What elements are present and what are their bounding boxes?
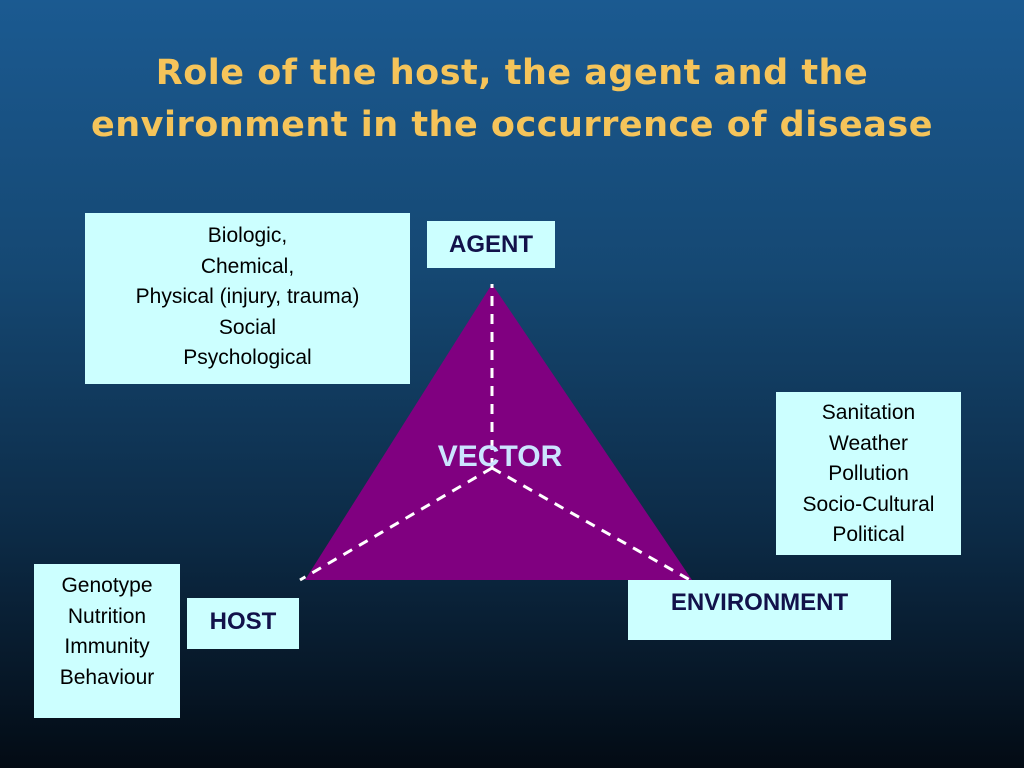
- dashed-line-to-environment: [491, 466, 691, 582]
- environment-factor-item: Sanitation: [821, 401, 916, 424]
- vector-label: VECTOR: [437, 440, 563, 473]
- environment-factor-item: Weather: [829, 431, 908, 455]
- host-factor-item: Immunity: [64, 635, 150, 658]
- agent-factor-item: Psychological: [183, 346, 312, 369]
- agent-factor-item: Social: [218, 315, 277, 339]
- host-factor-item: Nutrition: [67, 604, 147, 628]
- environment-label: ENVIRONMENT: [628, 580, 891, 640]
- environment-factor-item: Pollution: [828, 462, 909, 485]
- dashed-line-to-host: [299, 466, 493, 582]
- agent-factor-item: Chemical,: [200, 254, 295, 278]
- environment-factors-box: Sanitation Weather Pollution Socio-Cultu…: [776, 392, 961, 555]
- agent-factor-item: Physical (injury, trauma): [135, 285, 360, 308]
- vector-triangle: [305, 284, 692, 580]
- host-factors-box: Genotype Nutrition Immunity Behaviour: [34, 564, 180, 718]
- slide-title: Role of the host, the agent and the envi…: [0, 47, 1024, 151]
- host-factor-item: Behaviour: [59, 665, 155, 689]
- agent-label: AGENT: [427, 221, 555, 268]
- host-label: HOST: [187, 598, 299, 649]
- agent-factors-box: Biologic, Chemical, Physical (injury, tr…: [85, 213, 410, 384]
- environment-factor-item: Socio-Cultural: [802, 492, 935, 516]
- slide-title-line-2: environment in the occurrence of disease: [91, 105, 933, 146]
- agent-factor-item: Biologic,: [207, 224, 288, 247]
- slide-title-line-1: Role of the host, the agent and the: [155, 53, 869, 94]
- environment-factor-item: Political: [832, 523, 905, 546]
- host-factor-item: Genotype: [61, 574, 153, 597]
